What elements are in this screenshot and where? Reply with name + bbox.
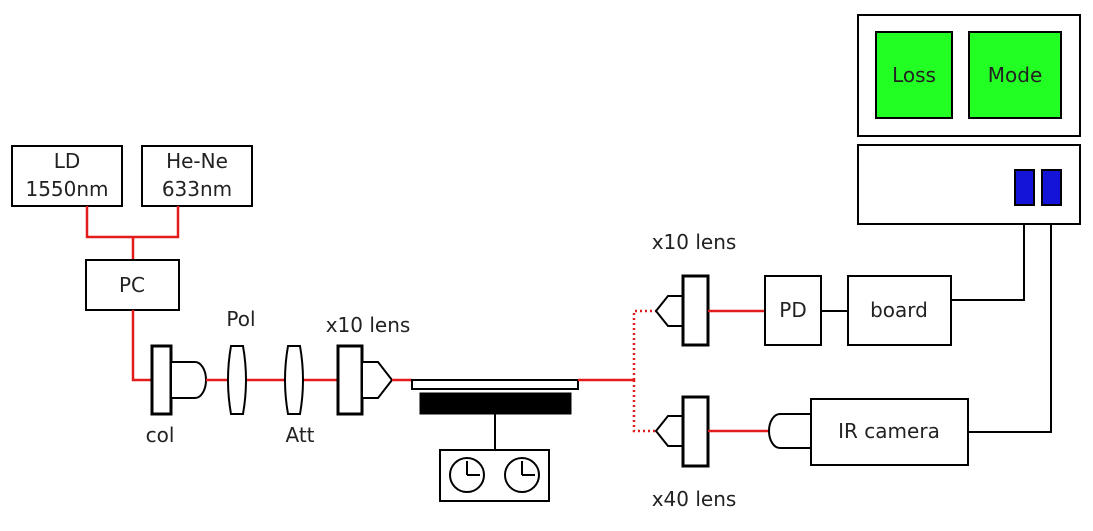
- loss-screen: [875, 31, 953, 119]
- monitor: Loss Mode: [857, 14, 1081, 137]
- collimator: col: [146, 344, 207, 447]
- pol-label: Pol: [226, 307, 255, 331]
- hene-label: He-Ne: [166, 149, 228, 173]
- ir-camera: IR camera: [768, 398, 969, 466]
- computer-unit: [857, 144, 1081, 225]
- hene-source: He-Ne 633nm: [141, 145, 253, 207]
- ld-label: LD: [54, 149, 81, 173]
- ld-source: LD 1550nm: [11, 145, 123, 207]
- input-lens-label: x10 lens: [326, 313, 411, 337]
- pc-beam: [131, 310, 152, 382]
- att-label: Att: [285, 423, 314, 447]
- sample-stage-block: [419, 392, 572, 415]
- board-label: board: [870, 298, 928, 322]
- mode-screen: [968, 31, 1062, 119]
- output-lens-bottom-label: x40 lens: [652, 487, 737, 511]
- output-lens-top-label: x10 lens: [652, 230, 737, 254]
- loss-label: Loss: [892, 63, 936, 87]
- output-lens-top: x10 lens: [652, 230, 737, 347]
- pc-label: PC: [119, 273, 145, 297]
- computer-cables: [951, 224, 1052, 433]
- output-beam: [578, 309, 656, 433]
- hene-wavelength: 633nm: [162, 177, 232, 201]
- polarizer: Pol: [226, 307, 256, 415]
- stage-controller: [439, 449, 550, 502]
- clock-dial-icon: [504, 457, 540, 493]
- indicator-led: [1041, 169, 1062, 206]
- photodetector: PD: [764, 275, 822, 346]
- indicator-led: [1014, 169, 1035, 206]
- mode-label: Mode: [988, 63, 1043, 87]
- ir-camera-label: IR camera: [838, 419, 940, 443]
- pc-box: PC: [85, 259, 180, 311]
- input-lens: x10 lens: [326, 313, 411, 416]
- col-label: col: [146, 423, 175, 447]
- board: board: [847, 275, 952, 346]
- clock-dial-icon: [449, 457, 485, 493]
- source-beams: [85, 206, 180, 260]
- pd-label: PD: [779, 298, 806, 322]
- waveguide-sample: [411, 379, 579, 450]
- ld-wavelength: 1550nm: [25, 177, 108, 201]
- output-lens-bottom: x40 lens: [652, 395, 737, 511]
- attenuator: Att: [284, 345, 315, 447]
